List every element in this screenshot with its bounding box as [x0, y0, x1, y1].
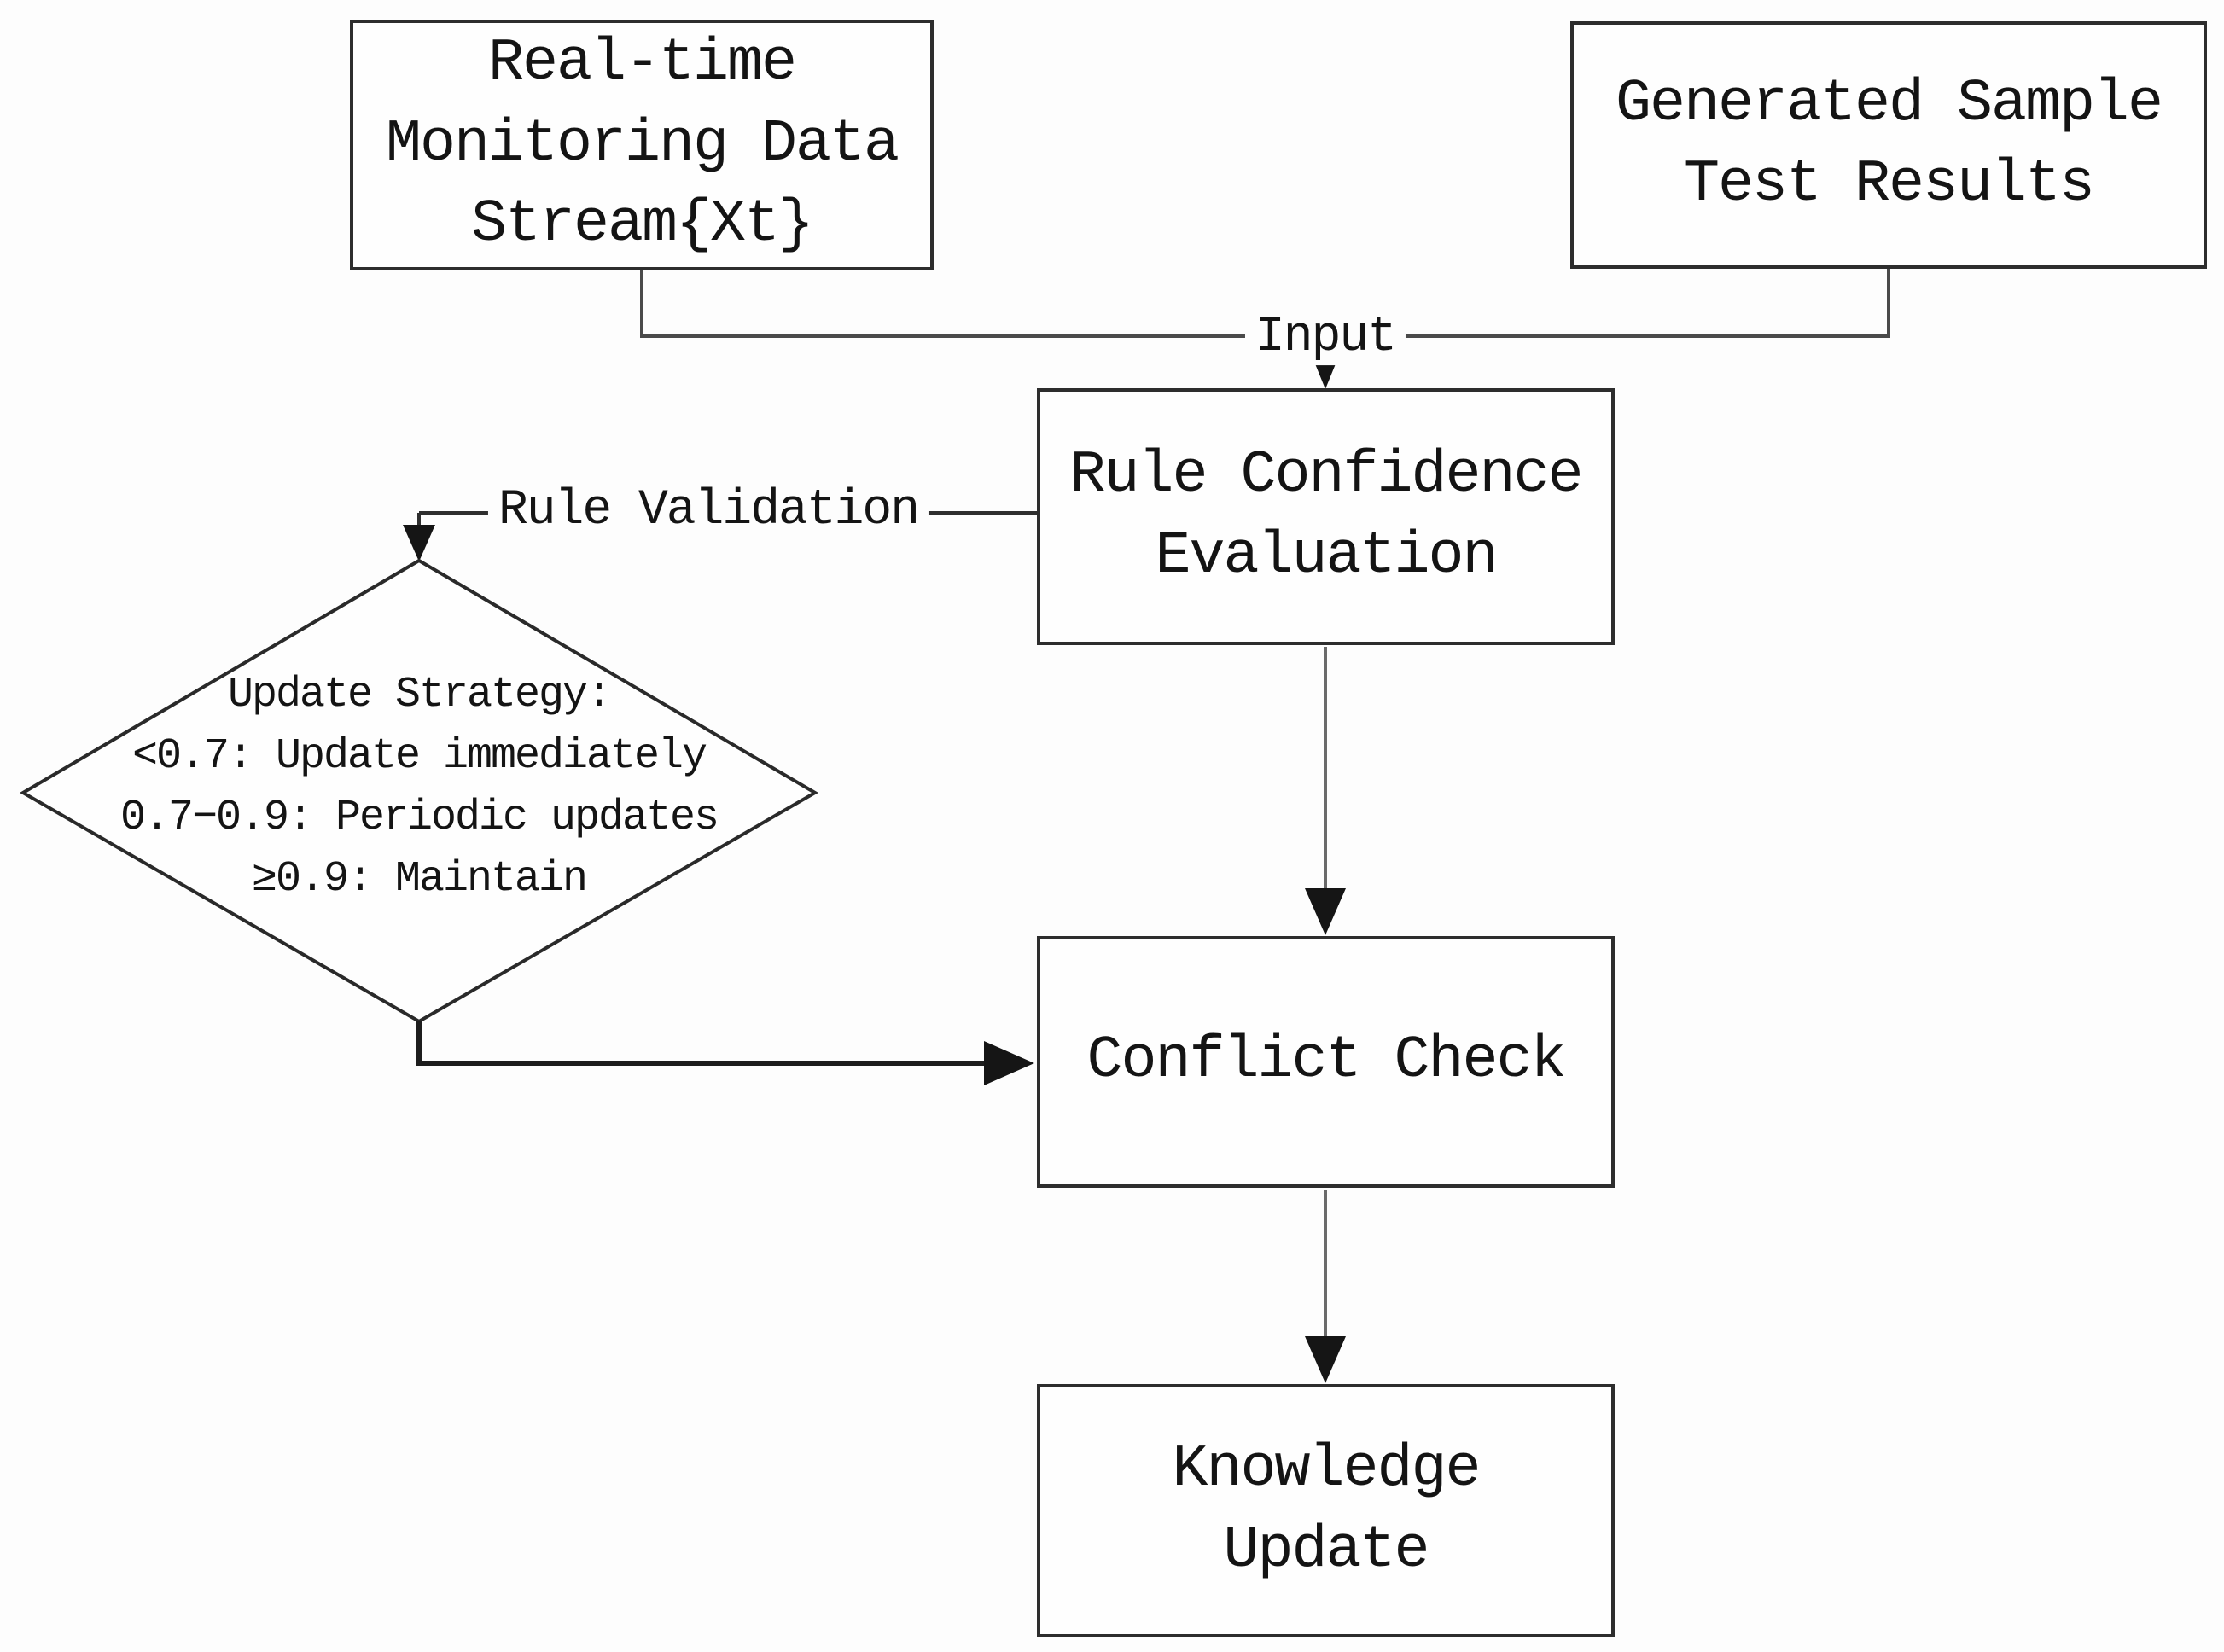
arrowhead-rce-to-conflict	[1305, 888, 1346, 935]
node-knowledge-update: Knowledge Update	[1037, 1384, 1615, 1637]
node-generated-sample-label: Generated Sample Test Results	[1615, 70, 2163, 219]
node-conflict-check: Conflict Check	[1037, 936, 1615, 1188]
arrowhead-input	[1314, 362, 1336, 389]
arrowhead-rule-validation	[403, 525, 435, 561]
arrowhead-conflict-to-knowledge	[1305, 1336, 1346, 1383]
node-knowledge-update-label: Knowledge Update	[1172, 1436, 1481, 1585]
node-update-strategy-label: Update Strategy: <0.7: Update immediatel…	[119, 671, 719, 904]
edge-label-rule-validation: Rule Validation	[487, 484, 929, 538]
node-conflict-check-label: Conflict Check	[1086, 1027, 1566, 1096]
node-rule-confidence-evaluation-label: Rule Confidence Evaluation	[1069, 442, 1583, 590]
node-generated-sample: Generated Sample Test Results	[1570, 21, 2207, 269]
arrowhead-diamond-to-conflict	[984, 1041, 1034, 1085]
node-rule-confidence-evaluation: Rule Confidence Evaluation	[1037, 388, 1615, 645]
node-realtime-stream-label: Real-time Monitoring Data Stream{Xt}	[385, 30, 899, 259]
edge-label-input: Input	[1244, 311, 1406, 365]
node-realtime-stream: Real-time Monitoring Data Stream{Xt}	[350, 20, 934, 270]
connector-diamond-to-conflict	[416, 1021, 986, 1066]
